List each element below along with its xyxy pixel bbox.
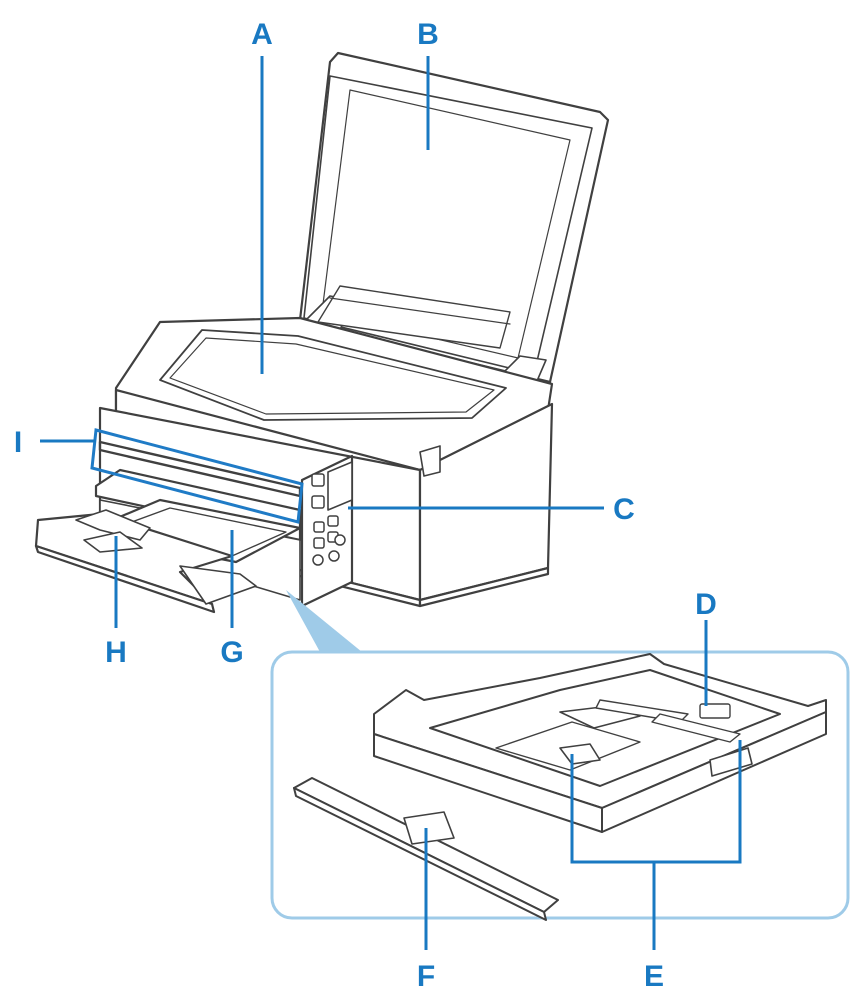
label-g: G — [220, 636, 243, 669]
operation-panel — [300, 454, 354, 608]
callout-lines — [40, 56, 742, 950]
leader-line-e — [570, 740, 742, 864]
document-cover — [298, 51, 610, 389]
label-c: C — [613, 493, 635, 526]
label-d: D — [695, 588, 717, 621]
label-b: B — [417, 18, 439, 51]
cassette-inset — [270, 590, 850, 921]
label-f: F — [417, 960, 435, 993]
disc-guide-highlight — [90, 428, 304, 524]
label-h: H — [105, 636, 127, 669]
callout-labels: A B C D E F G H I — [14, 18, 717, 993]
label-e: E — [644, 960, 664, 993]
label-a: A — [251, 18, 273, 51]
output-tray-extension — [34, 509, 257, 614]
label-i: I — [14, 426, 22, 459]
printer-illustration — [34, 51, 610, 614]
inset-pointer — [286, 590, 362, 652]
cassette — [373, 653, 827, 833]
